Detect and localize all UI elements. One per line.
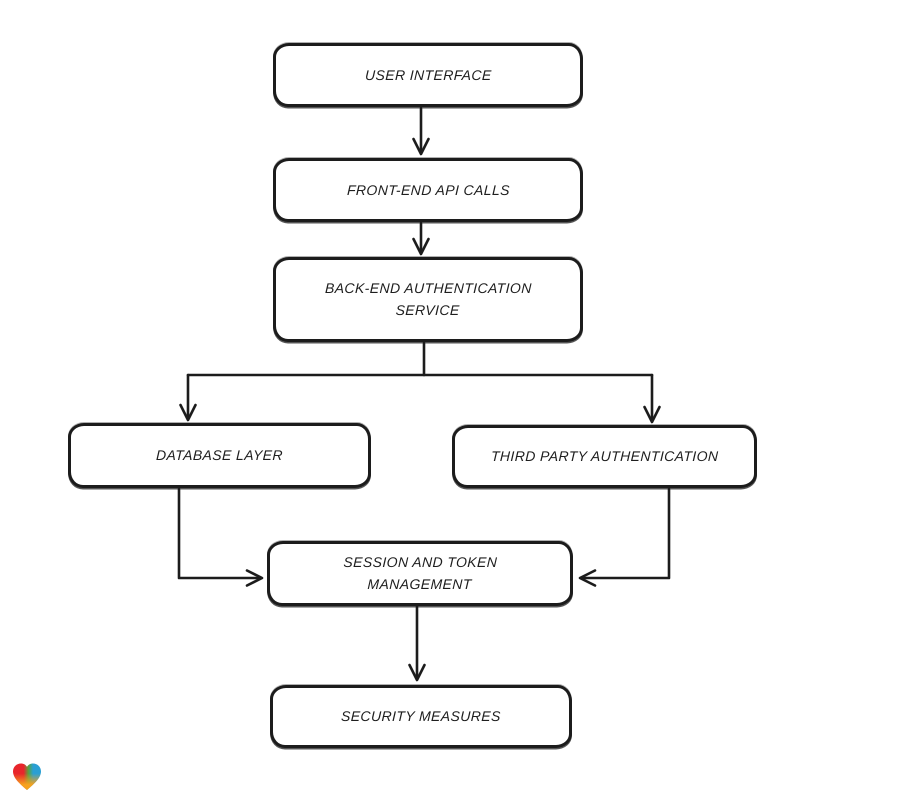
node-label: BACK-END AUTHENTICATION SERVICE bbox=[324, 280, 533, 319]
edge-front-end-to-back-end bbox=[412, 221, 430, 256]
node-label: FRONT-END API CALLS bbox=[346, 181, 510, 198]
edge-third-party-to-session bbox=[578, 487, 671, 587]
heart-logo[interactable] bbox=[10, 761, 44, 793]
node-label: SECURITY MEASURES bbox=[340, 708, 502, 725]
node-front-end-api-calls[interactable]: FRONT-END API CALLS bbox=[273, 158, 583, 222]
node-label: THIRD PARTY AUTHENTICATION bbox=[490, 448, 719, 465]
node-security-measures[interactable]: SECURITY MEASURES bbox=[270, 685, 572, 748]
node-session-and-token-management[interactable]: SESSION AND TOKEN MANAGEMENT bbox=[267, 541, 573, 606]
edge-back-end-branch bbox=[179, 341, 661, 424]
edge-database-to-session bbox=[177, 487, 264, 587]
edge-user-interface-to-front-end bbox=[412, 106, 430, 156]
edge-session-to-security bbox=[408, 603, 426, 682]
node-database-layer[interactable]: DATABASE LAYER bbox=[68, 423, 371, 488]
node-back-end-authentication-service[interactable]: BACK-END AUTHENTICATION SERVICE bbox=[273, 257, 583, 342]
node-label: SESSION AND TOKEN MANAGEMENT bbox=[343, 554, 498, 593]
node-third-party-authentication[interactable]: THIRD PARTY AUTHENTICATION bbox=[452, 425, 757, 488]
node-label: USER INTERFACE bbox=[364, 66, 492, 83]
node-user-interface[interactable]: USER INTERFACE bbox=[273, 43, 583, 107]
node-label: DATABASE LAYER bbox=[155, 447, 284, 464]
